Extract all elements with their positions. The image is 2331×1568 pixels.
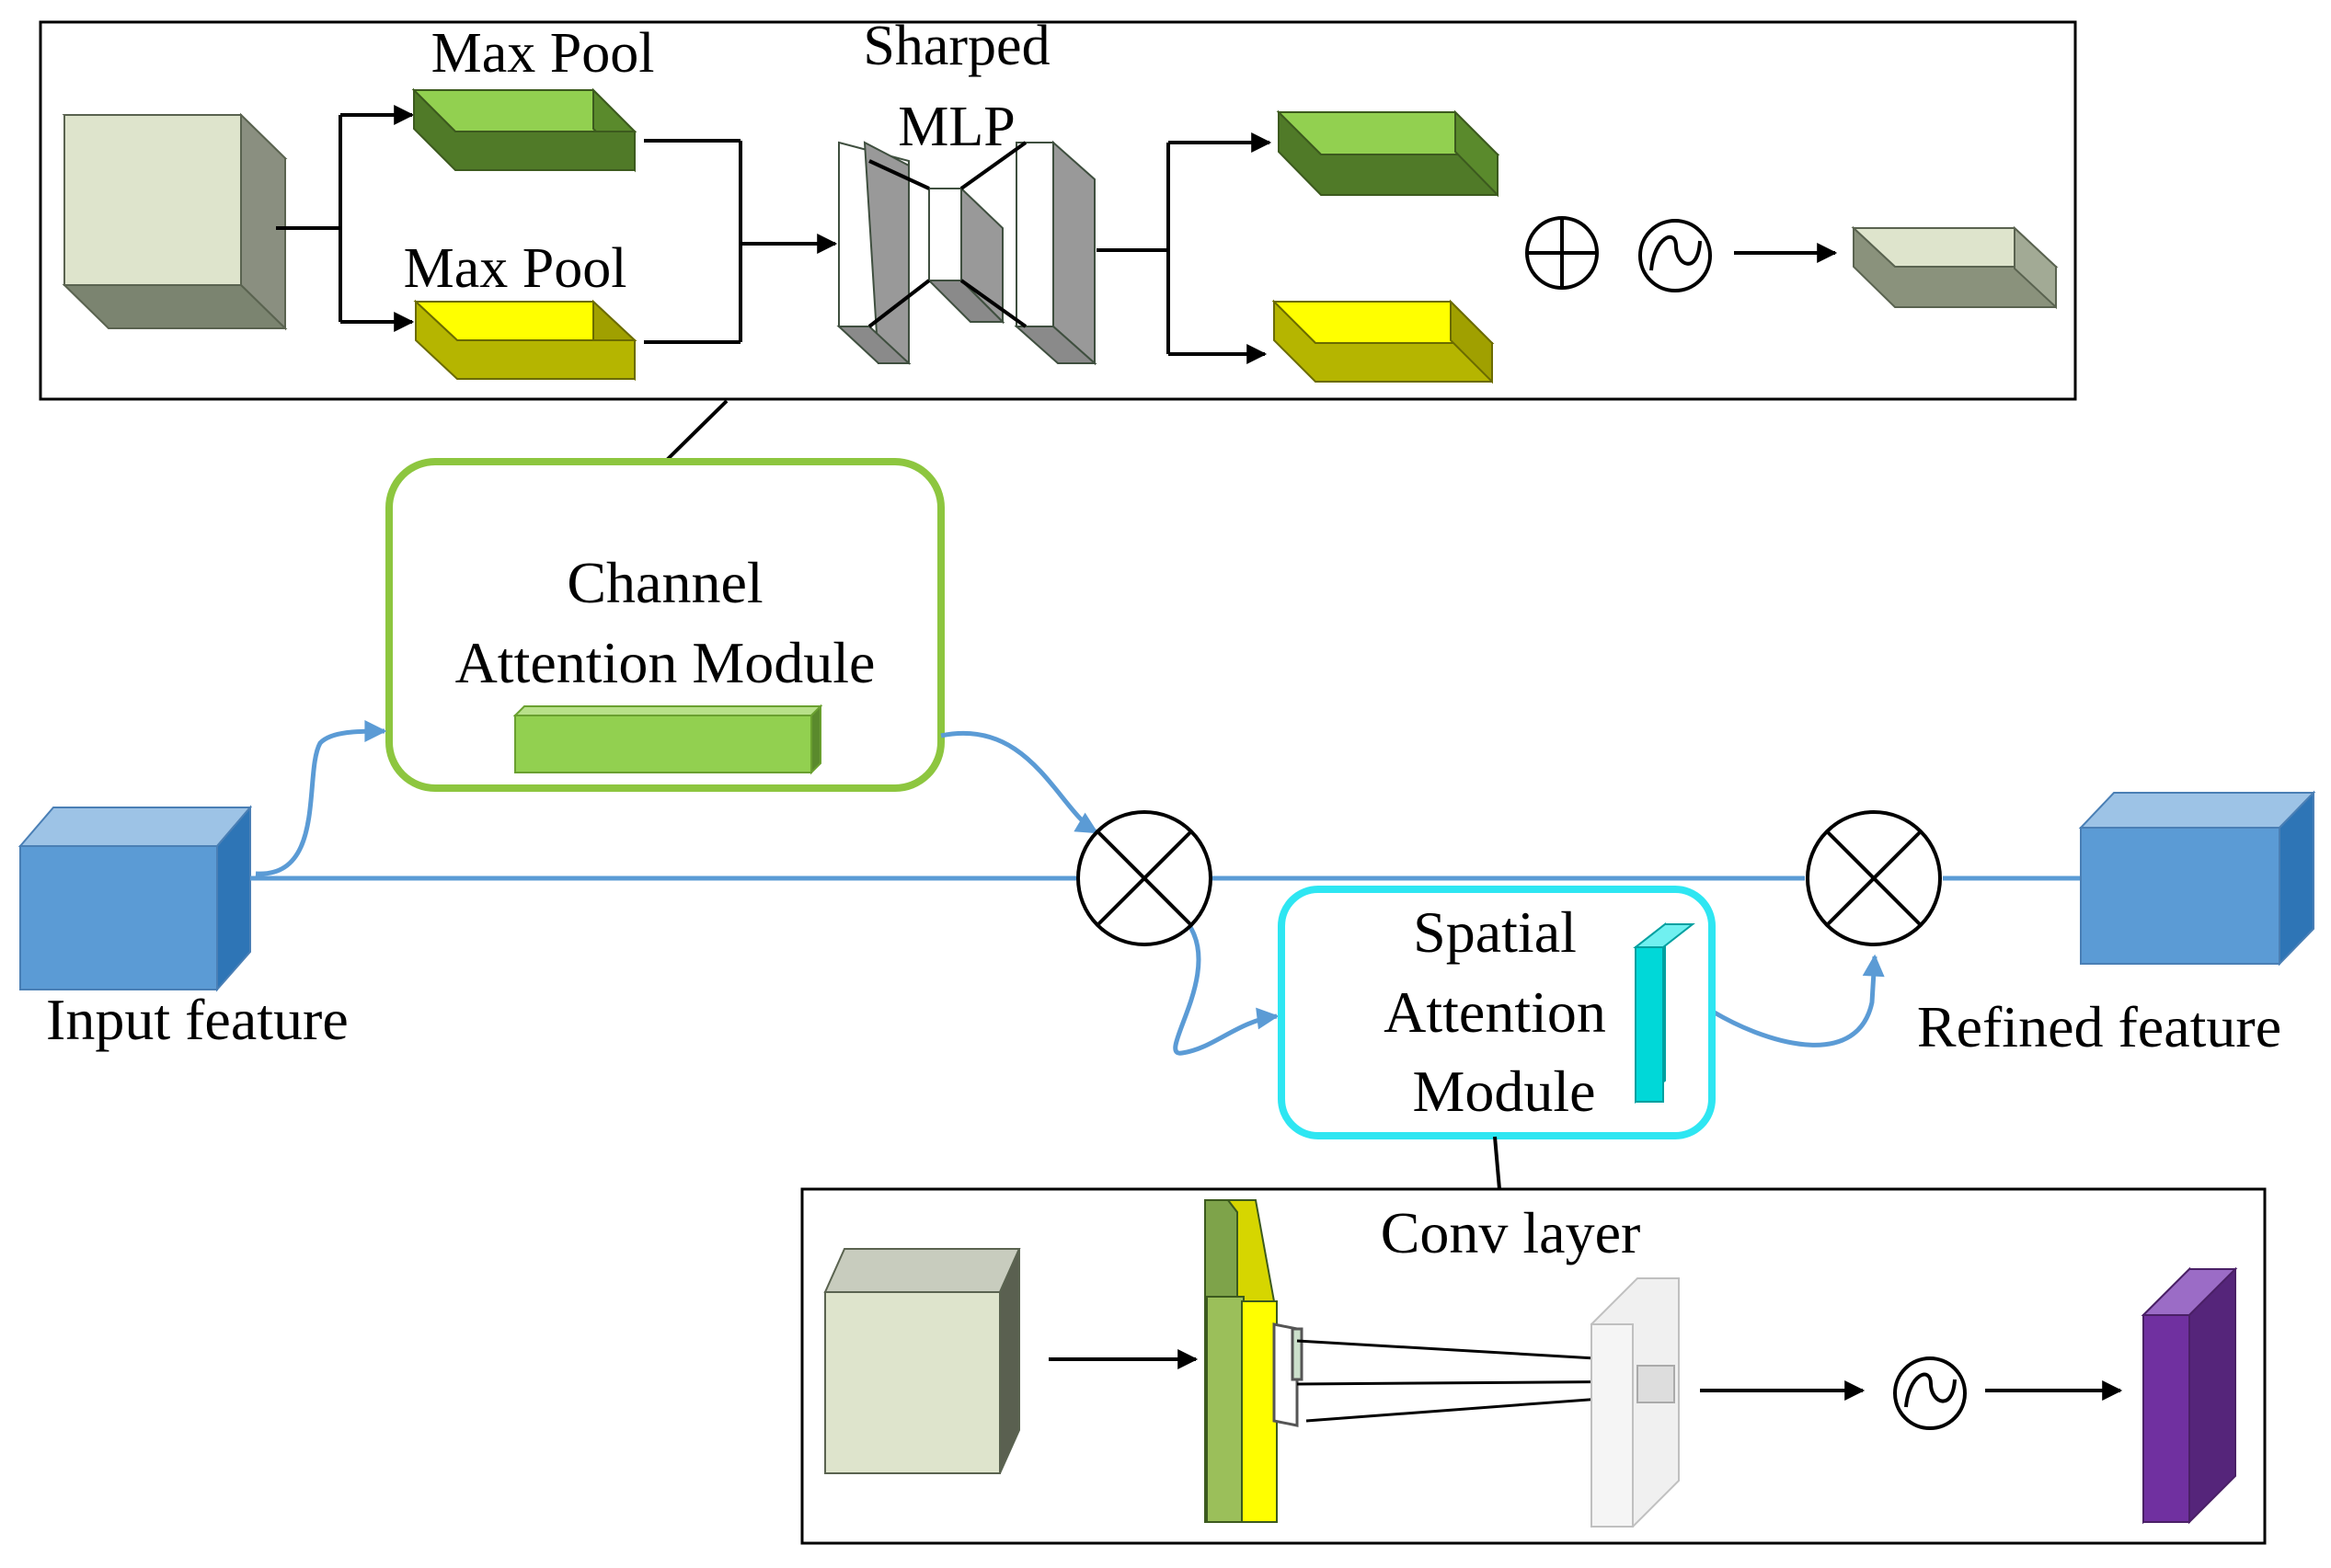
sharped-mlp-block bbox=[836, 140, 1097, 366]
spatial-attention-module: Spatial Attention Module bbox=[1278, 886, 1716, 1139]
mlp-merge-connectors bbox=[644, 139, 838, 344]
refined-feature-label: Refined feature bbox=[1917, 994, 2281, 1059]
channel-input-cube bbox=[62, 112, 288, 331]
max-pool-label-2: Max Pool bbox=[404, 237, 627, 300]
circled-plus-icon bbox=[1525, 216, 1599, 290]
spatial-input-cube bbox=[823, 1248, 1021, 1474]
main-flow-lines bbox=[250, 720, 2081, 1056]
sigmoid-icon-spatial bbox=[1893, 1356, 1967, 1430]
mlp-label: MLP bbox=[898, 96, 1015, 158]
refined-feature-cube bbox=[2078, 790, 2316, 967]
channel-split-connectors bbox=[276, 105, 415, 332]
channel-panel-connector bbox=[663, 399, 729, 464]
spatial-attention-detail-panel: Conv layer bbox=[800, 1187, 2267, 1545]
input-feature-cube bbox=[17, 805, 253, 992]
multiply-node-1 bbox=[1076, 810, 1212, 946]
spatial-attention-output-map bbox=[2141, 1266, 2238, 1525]
channel-attention-output-block bbox=[1851, 225, 2059, 310]
conv-output-plane bbox=[1590, 1277, 1680, 1528]
spatial-attention-map bbox=[1633, 921, 1695, 1104]
sigmoid-icon bbox=[1638, 219, 1712, 292]
spatial-module-title-3: Module bbox=[1412, 1059, 1595, 1124]
pooled-feature-maps bbox=[1204, 1199, 1278, 1523]
spatial-module-title-2: Attention bbox=[1384, 979, 1606, 1045]
spatial-panel-connector bbox=[1493, 1136, 1501, 1190]
max-pool-green-block bbox=[411, 87, 637, 173]
channel-attention-vector bbox=[512, 704, 823, 775]
multiply-node-2 bbox=[1806, 810, 1942, 946]
channel-module-title-1: Channel bbox=[567, 550, 763, 615]
channel-module-title-2: Attention Module bbox=[455, 630, 876, 695]
max-pool-yellow-block bbox=[413, 299, 637, 382]
channel-attention-detail-panel: Max Pool Max Pool bbox=[39, 15, 2077, 401]
max-pool-label-1: Max Pool bbox=[431, 22, 655, 85]
channel-attention-module: Channel Attention Module bbox=[385, 458, 945, 792]
input-feature-label: Input feature bbox=[46, 987, 349, 1052]
sharped-label: Sharped bbox=[863, 15, 1050, 77]
spatial-module-title-1: Spatial bbox=[1413, 899, 1577, 965]
conv-layer-label: Conv layer bbox=[1381, 1200, 1641, 1265]
mlp-output-connectors bbox=[1097, 132, 1272, 364]
mlp-output-green-block bbox=[1276, 109, 1500, 198]
mlp-output-yellow-block bbox=[1271, 299, 1495, 384]
